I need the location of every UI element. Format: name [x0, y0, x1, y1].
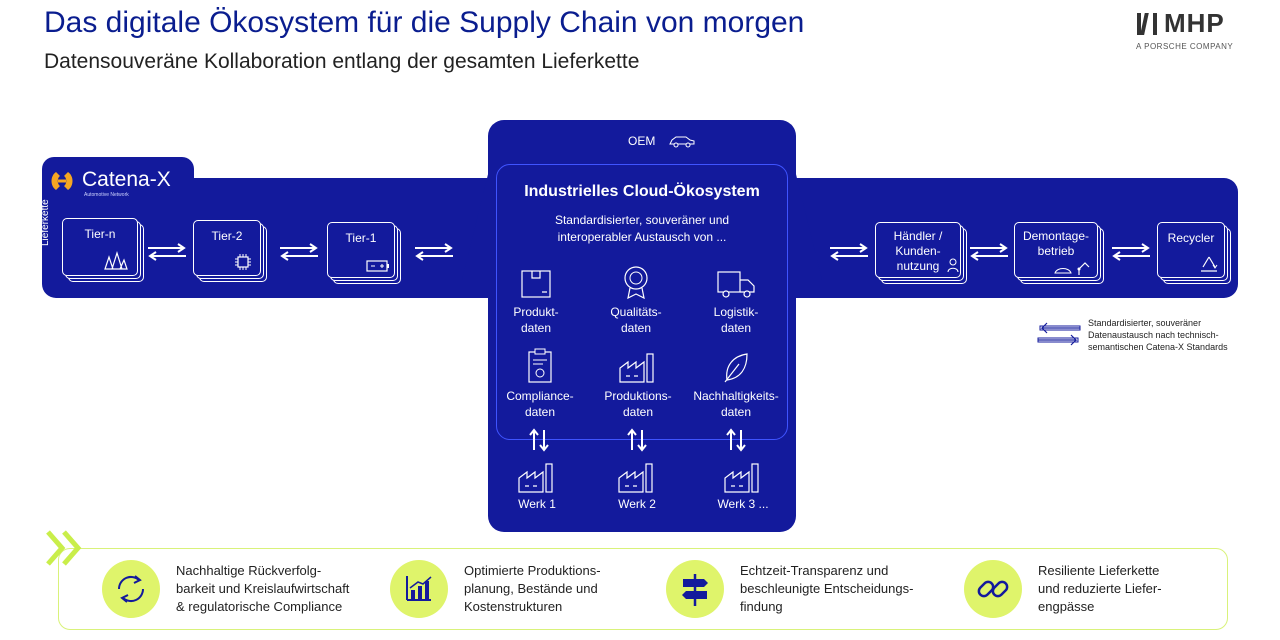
factory-icon: [518, 463, 553, 493]
mhp-tagline: A PORSCHE COMPANY: [1136, 42, 1234, 51]
data-type-produktion: Produktions- daten: [588, 350, 688, 420]
mhp-logo: MHP A PORSCHE COMPANY: [1136, 8, 1256, 52]
updown-arrows-3: [726, 428, 746, 452]
tier-2-label: Tier-2: [211, 229, 243, 243]
werk-2: Werk 2: [592, 460, 682, 511]
tier-n-label: Tier-n: [84, 227, 116, 241]
exchange-arrows-3: [415, 243, 453, 261]
oem-panel: [488, 120, 796, 532]
data-type-logistik: Logistik- daten: [686, 268, 786, 336]
battery-icon: [366, 260, 389, 272]
oem-label: OEM: [628, 134, 656, 148]
werk-3-label: Werk 3 ...: [717, 497, 769, 511]
oem-connector-shape: [462, 158, 822, 300]
catena-x-name: Catena-X: [82, 168, 171, 191]
data-type-produkt-label: Produkt- daten: [513, 305, 559, 335]
badge-icon: [624, 266, 648, 300]
factory-icon: [618, 463, 653, 493]
tier-2-card: Tier-2: [193, 220, 267, 282]
chip-icon: [235, 254, 251, 270]
car-icon: [669, 136, 695, 148]
demontage-card: Demontage- betrieb: [1014, 222, 1104, 284]
werk-3: Werk 3 ...: [698, 460, 788, 511]
updown-arrows-2: [627, 428, 647, 452]
person-icon: [947, 258, 959, 273]
demontage-label: Demontage- betrieb: [1022, 229, 1090, 258]
catena-x-logo: Catena-X Automotive Network: [48, 166, 198, 200]
leaf-icon: [724, 353, 748, 383]
mhp-mark-icon: [1137, 13, 1157, 35]
cloud-ecosystem-subtitle: Standardisierter, souveräner und interop…: [554, 213, 730, 244]
benefit-traceability: Nachhaltige Rückverfolg- barkeit und Kre…: [102, 556, 392, 622]
data-type-qualitaet-label: Qualitäts- daten: [610, 305, 662, 335]
recycle-icon: [1201, 256, 1218, 272]
certificate-icon: [528, 348, 552, 383]
exchange-arrows-4: [830, 243, 868, 261]
cycle-icon: [117, 575, 145, 603]
haendler-card: Händler / Kunden- nutzung: [875, 222, 967, 284]
benefit-icon-circle: [390, 560, 448, 618]
exchange-arrows-1: [148, 243, 186, 261]
data-type-nachhaltigkeit-label: Nachhaltigkeits- daten: [693, 389, 779, 419]
haendler-label: Händler / Kunden- nutzung: [893, 229, 943, 273]
werk-1-label: Werk 1: [518, 497, 556, 511]
benefit-traceability-text: Nachhaltige Rückverfolg- barkeit und Kre…: [176, 563, 350, 614]
page-subtitle: Datensouveräne Kollaboration entlang der…: [44, 50, 640, 73]
exchange-arrows-5: [970, 243, 1008, 261]
robot-arm-icon: [1054, 262, 1090, 275]
benefit-icon-circle: [964, 560, 1022, 618]
catena-x-tagline: Automotive Network: [84, 192, 129, 198]
data-type-produktion-label: Produktions- daten: [604, 389, 672, 419]
legend-text: Standardisierter, souveräner Datenaustau…: [1088, 318, 1228, 352]
page-title: Das digitale Ökosystem für die Supply Ch…: [44, 6, 805, 39]
factory-icon: [619, 353, 654, 383]
tier-1-label: Tier-1: [345, 231, 377, 245]
chain-icon: [977, 580, 1009, 598]
lieferkette-label: Lieferkette: [40, 199, 51, 246]
data-type-produkt: Produkt- daten: [486, 268, 586, 336]
exchange-arrows-2: [280, 243, 318, 261]
benefits-box: [58, 548, 1228, 630]
data-type-compliance: Compliance- daten: [490, 348, 590, 420]
benefit-production-text: Optimierte Produktions- planung, Beständ…: [464, 563, 601, 614]
data-type-nachhaltigkeit: Nachhaltigkeits- daten: [686, 350, 786, 420]
box-icon: [521, 270, 551, 298]
benefit-resilience: Resiliente Lieferkette und reduzierte Li…: [964, 556, 1224, 622]
signpost-icon: [682, 574, 708, 606]
crystal-icon: [104, 250, 128, 270]
chart-icon: [406, 576, 432, 601]
recycler-card: Recycler: [1157, 222, 1231, 284]
mhp-wordmark: MHP: [1164, 8, 1225, 38]
updown-arrows-1: [529, 428, 549, 452]
legend-arrows-icon: [1037, 322, 1081, 346]
data-type-qualitaet: Qualitäts- daten: [586, 264, 686, 336]
benefit-icon-circle: [102, 560, 160, 618]
cloud-ecosystem-title: Industrielles Cloud-Ökosystem: [524, 183, 760, 200]
factory-icon: [724, 463, 759, 493]
chevrons-icon: [46, 530, 82, 566]
recycler-label: Recycler: [1167, 231, 1215, 245]
benefit-transparency-text: Echtzeit-Transparenz und beschleunigte E…: [740, 563, 914, 614]
tier-n-card: Tier-n: [62, 218, 144, 282]
data-type-compliance-label: Compliance- daten: [506, 389, 574, 419]
benefit-transparency: Echtzeit-Transparenz und beschleunigte E…: [666, 556, 956, 622]
truck-icon: [717, 271, 755, 298]
catena-x-icon: [51, 172, 73, 190]
benefit-resilience-text: Resiliente Lieferkette und reduzierte Li…: [1038, 563, 1162, 614]
werk-1: Werk 1: [492, 460, 582, 511]
benefit-icon-circle: [666, 560, 724, 618]
werk-2-label: Werk 2: [618, 497, 656, 511]
data-type-logistik-label: Logistik- daten: [713, 305, 759, 335]
benefit-production: Optimierte Produktions- planung, Beständ…: [390, 556, 660, 622]
exchange-arrows-6: [1112, 243, 1150, 261]
tier-1-card: Tier-1: [327, 222, 401, 284]
